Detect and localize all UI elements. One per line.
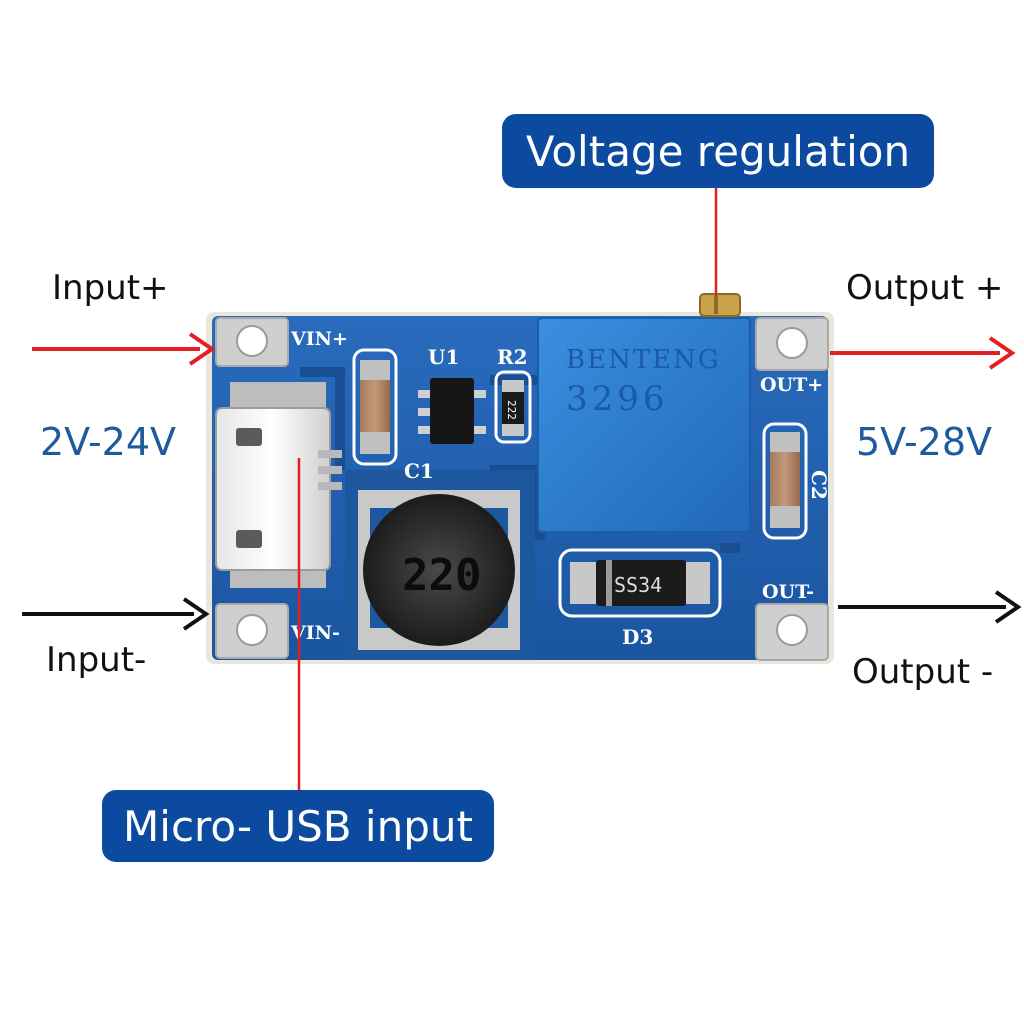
label-output-minus: Output - bbox=[852, 652, 994, 692]
arrow-input-minus bbox=[22, 597, 210, 631]
potentiometer: BENTENG 3296 bbox=[537, 293, 751, 533]
capacitor-c1 bbox=[352, 348, 398, 466]
label-input-minus: Input- bbox=[46, 640, 147, 680]
silk-vin-minus: VIN- bbox=[290, 622, 340, 644]
pot-brand: BENTENG bbox=[566, 345, 721, 375]
pad-vin-plus bbox=[215, 317, 289, 367]
callout-voltage-regulation: Voltage regulation bbox=[502, 114, 934, 188]
diode-code: SS34 bbox=[614, 573, 662, 597]
inductor: 220 bbox=[358, 490, 520, 650]
silk-c1: C1 bbox=[404, 459, 434, 483]
resistor-r2: 222 bbox=[494, 370, 532, 444]
pot-model: 3296 bbox=[566, 379, 669, 419]
pot-adjust-screw bbox=[699, 293, 741, 317]
silk-u1: U1 bbox=[428, 345, 459, 369]
silk-r2: R2 bbox=[497, 345, 528, 369]
silk-out-plus: OUT+ bbox=[760, 374, 823, 396]
label-output-plus: Output + bbox=[846, 268, 1004, 308]
pad-out-plus bbox=[755, 317, 829, 371]
resistor-code: 222 bbox=[505, 400, 518, 420]
diode-d3: SS34 bbox=[558, 548, 722, 618]
pad-out-minus bbox=[755, 603, 829, 661]
silk-d3: D3 bbox=[622, 625, 653, 649]
ic-u1 bbox=[418, 378, 486, 444]
micro-usb-shell bbox=[215, 407, 331, 571]
arrow-output-plus bbox=[830, 336, 1016, 370]
silk-c2: C2 bbox=[807, 470, 831, 500]
label-input-plus: Input+ bbox=[52, 268, 169, 308]
callout-voltage-regulation-text: Voltage regulation bbox=[525, 126, 911, 176]
pad-vin-minus bbox=[215, 603, 289, 659]
silk-out-minus: OUT- bbox=[762, 581, 814, 603]
arrow-output-minus bbox=[838, 590, 1022, 624]
callout-micro-usb-input: Micro- USB input bbox=[102, 790, 494, 862]
capacitor-c2 bbox=[762, 422, 808, 540]
inductor-code: 220 bbox=[402, 550, 481, 601]
arrow-input-plus bbox=[32, 332, 216, 366]
callout-micro-usb-input-text: Micro- USB input bbox=[123, 801, 473, 851]
label-input-voltage-range: 2V-24V bbox=[40, 420, 177, 464]
micro-usb-connector bbox=[215, 382, 342, 588]
silk-vin-plus: VIN+ bbox=[290, 328, 348, 350]
label-output-voltage-range: 5V-28V bbox=[856, 420, 993, 464]
